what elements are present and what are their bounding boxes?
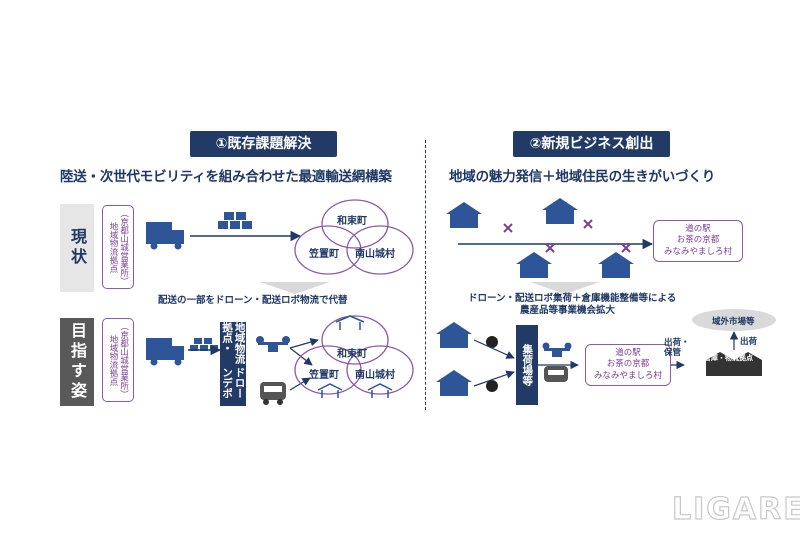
roadside-station-future-line1: 道の駅 — [615, 348, 641, 359]
town-label-wazuka-current: 和束町 — [337, 216, 367, 227]
roadside-station-current-line3: みなみやましろ村 — [663, 246, 732, 257]
row-label-current: 現状 — [60, 204, 94, 292]
truck-icon-current — [146, 222, 184, 250]
right-transition-arrow — [530, 282, 600, 294]
town-label-minamiyamashiro-future: 南山城村 — [355, 370, 395, 381]
external-market-label: 域外市場等 — [712, 317, 755, 327]
right-diagram — [436, 198, 776, 396]
transition-arrow — [260, 282, 330, 294]
warehouse-icon — [706, 352, 762, 376]
boxes-icon-current — [218, 212, 252, 229]
robot-arm-icons — [486, 336, 498, 392]
hub-note-future-line2: （京都山城営業所） — [118, 321, 129, 399]
ship-store-label: 出荷・ 保管 — [664, 338, 690, 358]
town-label-kasagi-current: 笠置町 — [309, 249, 339, 260]
left-diagram — [146, 199, 414, 405]
drone-icon-right — [542, 342, 572, 357]
roadside-station-current-line1: 道の駅 — [685, 224, 711, 235]
town-label-minamiyamashiro-current: 南山城村 — [355, 249, 395, 260]
drone-depot-line1: 地域物流拠点・ — [221, 322, 246, 364]
roadside-station-current-line2: お茶の京都 — [676, 235, 720, 246]
collection-point-bar: 集荷場等 — [516, 325, 538, 405]
ship-store-line1: 出荷・ — [664, 338, 690, 348]
warehouse-label: 倉庫・物流拠点 — [704, 354, 753, 362]
hub-note-current-line1: 地域物流拠点 — [108, 221, 118, 273]
right-subtitle: 地域の魅力発信＋地域住民の生きがいづくり — [449, 169, 715, 185]
house-icons-current — [446, 198, 634, 278]
hub-note-current: 地域物流拠点 （京都山城営業所） — [102, 205, 134, 289]
roadside-station-future-line3: みなみやましろ村 — [593, 370, 662, 381]
left-transition-note: 配送の一部をドローン・配送ロボ物流で代替 — [158, 295, 348, 306]
delivery-robot-icon-left — [260, 382, 286, 405]
hub-note-future: 地域物流拠点 （京都山城営業所） — [102, 318, 134, 402]
left-subtitle: 陸送・次世代モビリティを組み合わせた最適輸送網構築 — [60, 169, 392, 185]
hub-note-current-line2: （京都山城営業所） — [118, 208, 129, 286]
truck-icon-future — [146, 338, 184, 366]
roadside-station-current: 道の駅 お茶の京都 みなみやましろ村 — [653, 220, 743, 262]
drone-depot-bar: 地域物流拠点・ ドローンデポ — [220, 322, 246, 406]
town-circles-future — [294, 315, 414, 395]
roadside-station-future-line2: お茶の京都 — [606, 359, 650, 370]
left-header: ①既存課題解決 — [190, 131, 337, 157]
station-icons-left — [317, 315, 393, 398]
hub-note-future-line1: 地域物流拠点 — [108, 334, 118, 386]
drone-icon-left — [256, 336, 290, 352]
drone-depot-line2: ドローンデポ — [221, 367, 246, 399]
house-icons-future — [436, 322, 472, 396]
town-label-kasagi-future: 笠置町 — [309, 370, 339, 381]
ligare-logo: LIGARE — [671, 491, 800, 527]
right-transition-note-line1: ドローン・配送ロボ集荷＋倉庫機能整備等による — [468, 293, 677, 304]
row-label-future: 目指す姿 — [60, 318, 94, 406]
section-divider — [425, 140, 426, 410]
right-transition-note-line2: 農産品等事業機会拡大 — [520, 305, 616, 316]
ship-store-line2: 保管 — [664, 348, 682, 359]
ship-label: 出荷 — [740, 337, 758, 347]
town-label-wazuka-future: 和束町 — [337, 349, 367, 360]
town-circles-current — [294, 199, 414, 275]
blocked-marks — [503, 219, 631, 253]
roadside-station-future: 道の駅 お茶の京都 みなみやましろ村 — [585, 344, 671, 386]
external-market-cloud — [692, 309, 776, 331]
right-header: ②新規ビジネス創出 — [513, 131, 670, 157]
boxes-icon-future — [190, 338, 218, 351]
delivery-robot-icon-right — [544, 366, 568, 382]
